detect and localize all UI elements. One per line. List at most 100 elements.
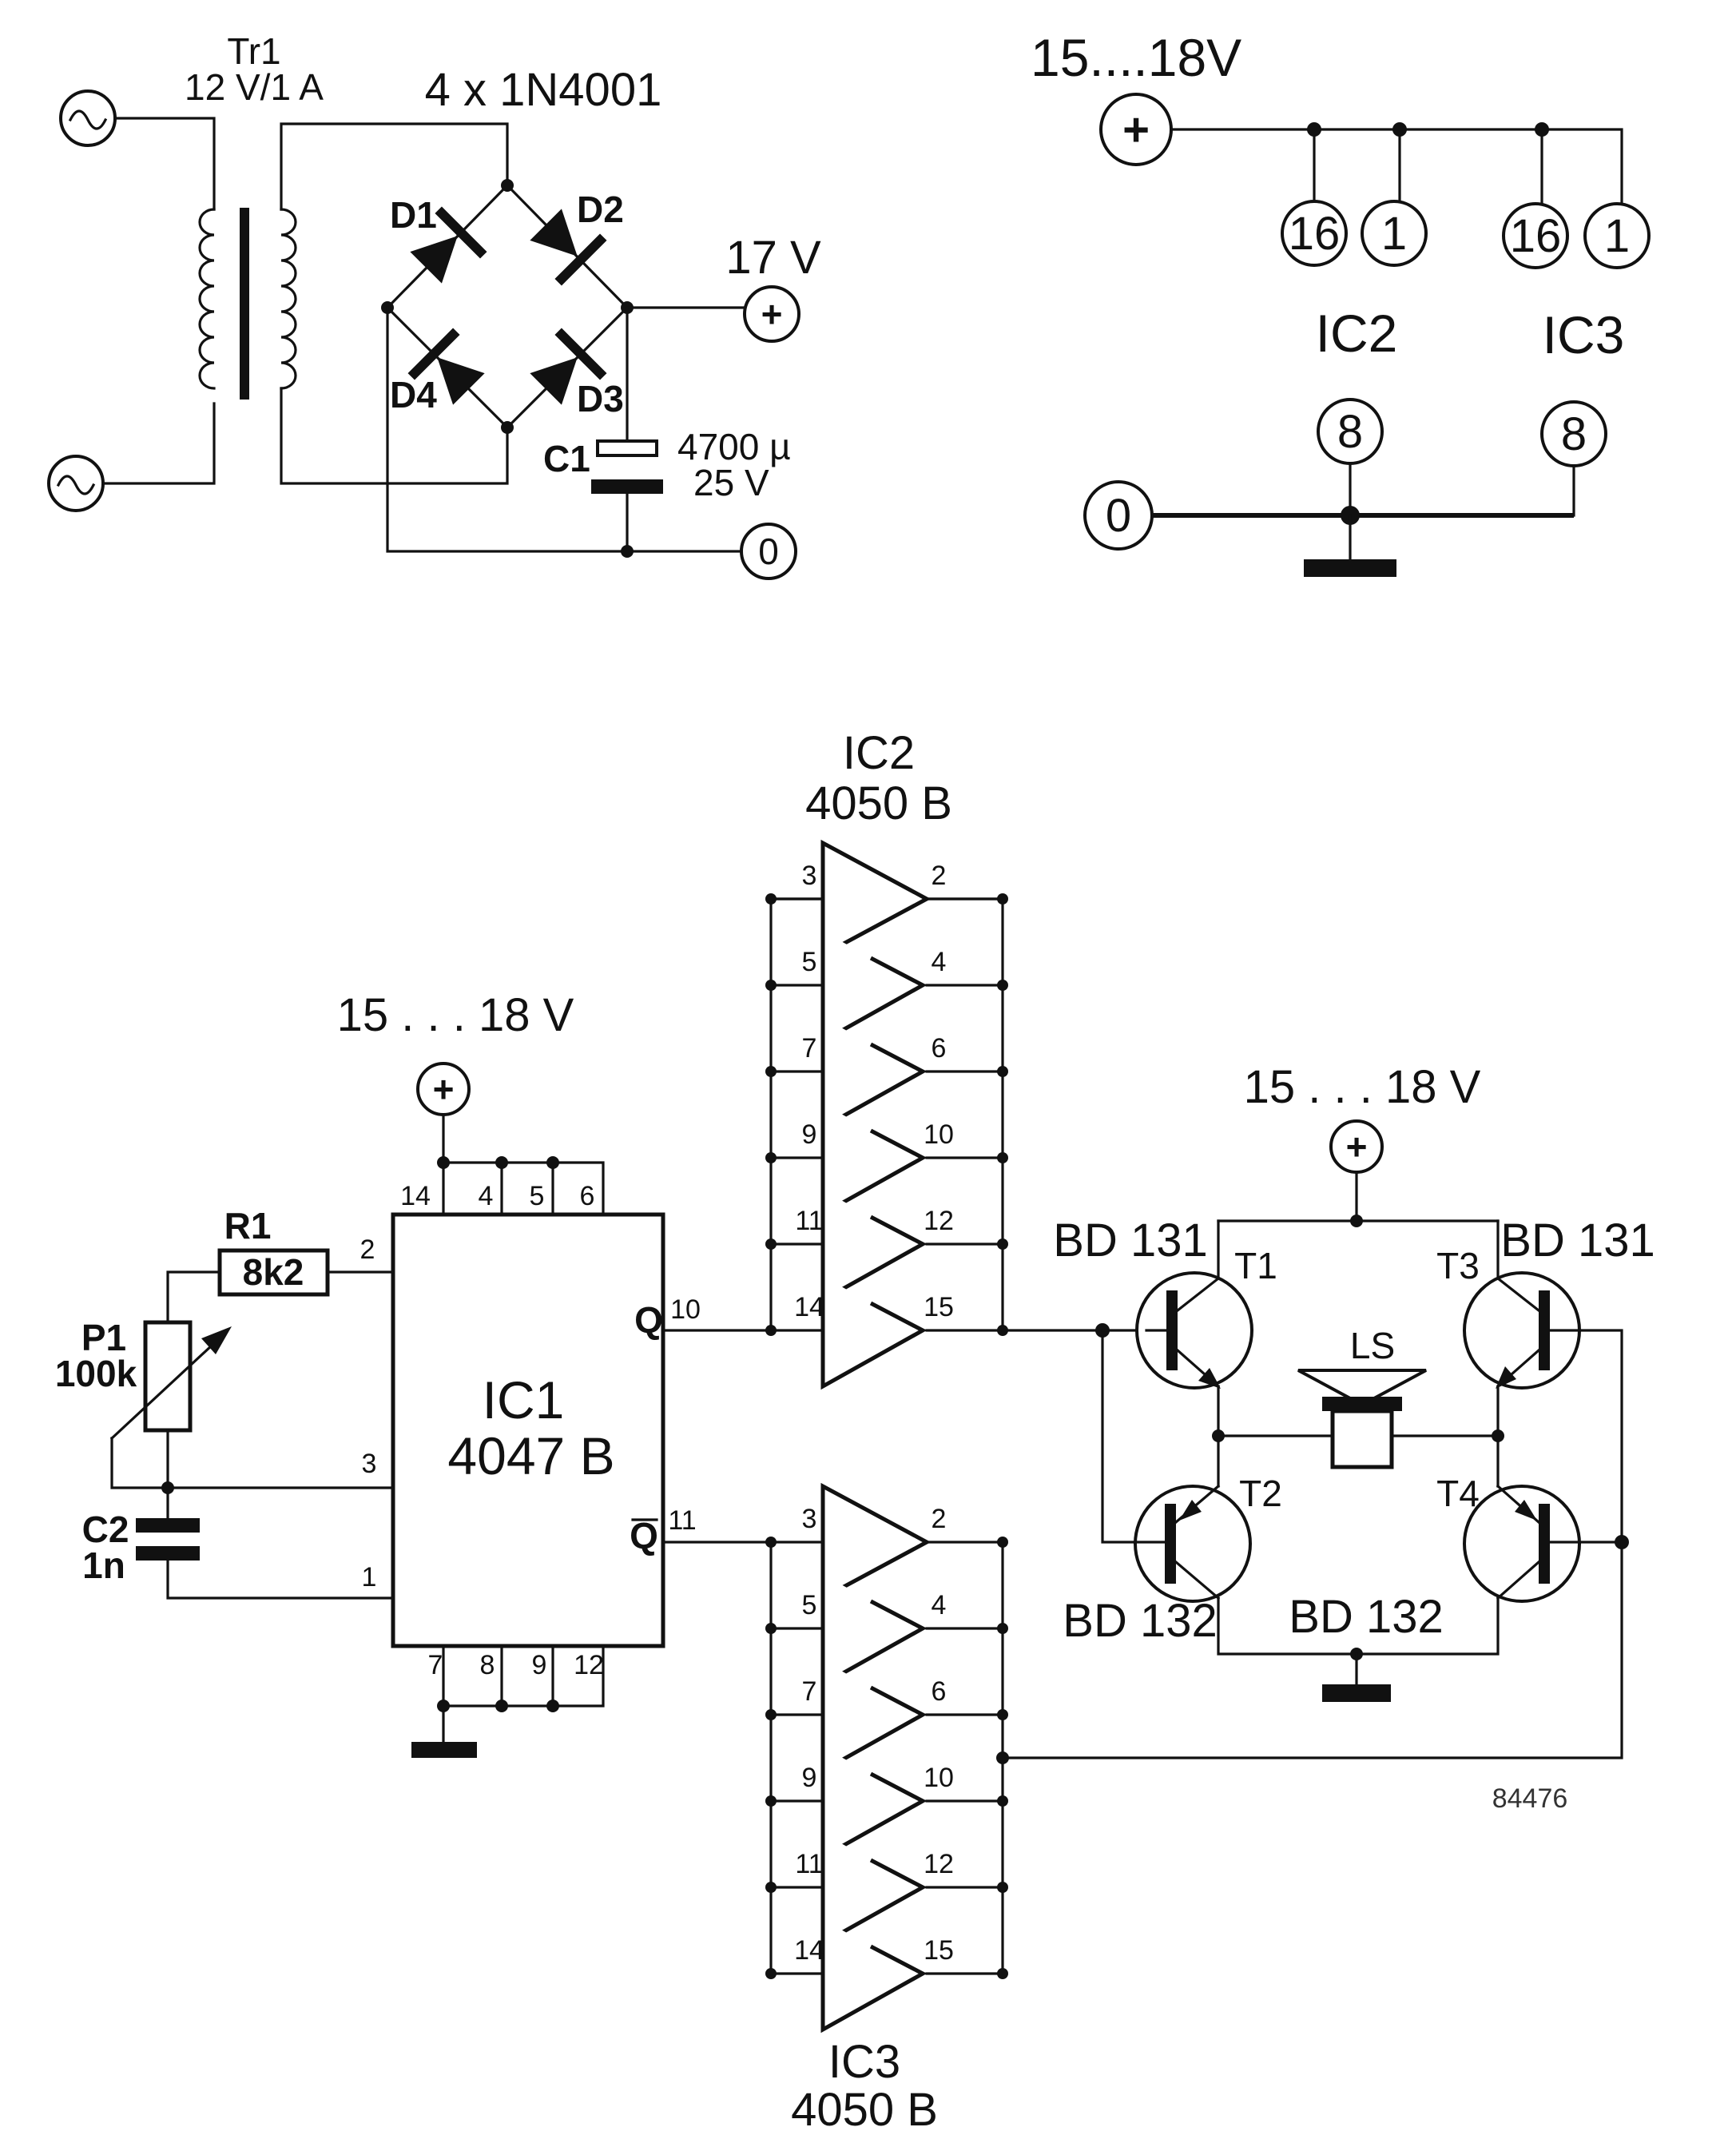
bridge-rectifier bbox=[381, 179, 634, 434]
ic2-input-pin-14: 14 bbox=[794, 1292, 824, 1322]
t1-type: BD 131 bbox=[1053, 1215, 1207, 1266]
ic2-vss-pin: 8 bbox=[1317, 398, 1384, 465]
potentiometer-p1 bbox=[143, 1320, 193, 1433]
psu-output-voltage: 17 V bbox=[725, 232, 821, 284]
ic2-vdd-pin: 16 bbox=[1281, 200, 1348, 267]
t3-ref: T3 bbox=[1436, 1245, 1480, 1286]
ic1-pin5: 5 bbox=[530, 1181, 545, 1211]
ic3-output-pin-12: 12 bbox=[924, 1849, 954, 1879]
ic2-output-pin-10: 10 bbox=[924, 1119, 954, 1150]
ac-input-top-terminal bbox=[59, 89, 117, 147]
resistor-r1-ref: R1 bbox=[224, 1205, 272, 1246]
ic2-buffer-2 bbox=[823, 931, 923, 1041]
oscillator-section: 15 . . . 18 V + IC1 4047 B 14 4 5 6 2 3 … bbox=[55, 989, 773, 1758]
ic2-pin1: 1 bbox=[1361, 200, 1428, 267]
ic2-buffer-type: 4050 B bbox=[805, 777, 952, 829]
ic2-output-pin-12: 12 bbox=[924, 1206, 954, 1236]
ic3-buffer-3 bbox=[823, 1660, 923, 1771]
transformer-ref: Tr1 bbox=[227, 30, 280, 72]
ic3-buffer-6 bbox=[823, 1919, 923, 2030]
capacitor-c1-voltage: 25 V bbox=[693, 462, 769, 503]
capacitor-c1-ref: C1 bbox=[543, 438, 590, 479]
ic2-output-pin-2: 2 bbox=[932, 861, 947, 891]
svg-text:+: + bbox=[1346, 1126, 1368, 1167]
ic2-input-pin-7: 7 bbox=[802, 1033, 817, 1064]
ic2-output-pin-4: 4 bbox=[932, 947, 947, 977]
transformer-core bbox=[240, 208, 249, 400]
diode-d2-label: D2 bbox=[577, 189, 624, 230]
ic1-pin8: 8 bbox=[480, 1650, 495, 1680]
bridge-rectifier-label: 4 x 1N4001 bbox=[425, 64, 662, 116]
ic1-pin4: 4 bbox=[479, 1181, 494, 1211]
diode-d1-label: D1 bbox=[390, 194, 437, 236]
ic2-buffer-3 bbox=[823, 1017, 923, 1127]
ic2-buffer-6 bbox=[823, 1276, 923, 1386]
t2-type: BD 132 bbox=[1063, 1595, 1217, 1647]
bridge-amplifier-section: 15 . . . 18 V + bbox=[996, 1061, 1655, 1764]
t4-type: BD 132 bbox=[1289, 1591, 1443, 1643]
amp-plus-terminal: + bbox=[1329, 1119, 1384, 1174]
ic3-buffer-type: 4050 B bbox=[791, 2084, 938, 2136]
ic3-output-pin-2: 2 bbox=[932, 1504, 947, 1534]
amp-supply-label: 15 . . . 18 V bbox=[1244, 1061, 1481, 1113]
ic2-input-pin-11: 11 bbox=[795, 1206, 823, 1236]
transistor-t4 bbox=[1463, 1484, 1623, 1603]
svg-text:16: 16 bbox=[1289, 208, 1341, 260]
loudspeaker-ls bbox=[1297, 1369, 1427, 1469]
ic2-input-pin-5: 5 bbox=[802, 947, 817, 977]
ic1-pin10: 10 bbox=[670, 1294, 701, 1325]
ic3-input-pin-11: 11 bbox=[795, 1849, 823, 1879]
ic3-buffer-ref: IC3 bbox=[828, 2036, 900, 2088]
ic3-input-pin-9: 9 bbox=[802, 1763, 817, 1793]
svg-text:8: 8 bbox=[1561, 408, 1587, 460]
ic3-vdd-pin: 16 bbox=[1502, 202, 1569, 269]
power-supply-section: Tr1 12 V/1 A 4 x 1N4001 D1 D2 D4 D3 bbox=[47, 30, 821, 580]
osc-plus-terminal: + bbox=[416, 1062, 471, 1116]
svg-text:+: + bbox=[1122, 104, 1150, 156]
ic3-input-pin-7: 7 bbox=[802, 1676, 817, 1707]
ic2-input-pin-3: 3 bbox=[802, 861, 817, 891]
resistor-r1-value: 8k2 bbox=[243, 1251, 304, 1293]
capacitor-c2-value: 1n bbox=[82, 1545, 125, 1586]
transistor-t3 bbox=[1463, 1271, 1623, 1544]
ic2-input-pin-9: 9 bbox=[802, 1119, 817, 1150]
supply-voltage-label: 15....18V bbox=[1031, 28, 1241, 87]
ic1-body bbox=[391, 1212, 665, 1648]
ic3-vss-pin: 8 bbox=[1540, 400, 1607, 467]
ic1-pin12: 12 bbox=[574, 1650, 604, 1680]
diode-d4-label: D4 bbox=[390, 374, 437, 415]
ic2-buffer-4 bbox=[823, 1103, 923, 1214]
t4-ref: T4 bbox=[1436, 1473, 1480, 1514]
capacitor-c1-value: 4700 µ bbox=[677, 426, 791, 467]
ic1-pin9: 9 bbox=[532, 1650, 547, 1680]
svg-text:1: 1 bbox=[1604, 210, 1630, 262]
ac-input-bottom-terminal bbox=[47, 455, 105, 512]
ic1-ground-symbol bbox=[411, 1742, 477, 1758]
capacitor-c2 bbox=[136, 1518, 200, 1561]
ic3-input-pin-5: 5 bbox=[802, 1590, 817, 1620]
diode-d3-label: D3 bbox=[577, 378, 624, 419]
psu-zero-terminal: 0 bbox=[740, 523, 797, 580]
potentiometer-p1-ref: P1 bbox=[81, 1317, 126, 1358]
ic3-output-pin-6: 6 bbox=[932, 1676, 947, 1707]
ic-supply-pins-section: 15....18V + 16 1 16 1 IC2 IC3 8 8 0 bbox=[1031, 28, 1651, 577]
capacitor-c2-ref: C2 bbox=[82, 1509, 129, 1550]
osc-supply-label: 15 . . . 18 V bbox=[337, 989, 574, 1041]
ic1-type: 4047 B bbox=[447, 1426, 614, 1485]
transistor-t1 bbox=[1135, 1271, 1253, 1390]
ic1-pin3: 3 bbox=[362, 1449, 377, 1479]
capacitor-c1 bbox=[591, 439, 663, 494]
drawing-number: 84476 bbox=[1492, 1783, 1568, 1814]
svg-text:+: + bbox=[433, 1068, 455, 1110]
ic2-buffer-5 bbox=[823, 1190, 923, 1300]
ic1-qbar-label: Q bbox=[630, 1515, 658, 1557]
supply-ground-symbol bbox=[1304, 559, 1396, 577]
transformer-primary-coil bbox=[198, 208, 216, 390]
svg-text:16: 16 bbox=[1510, 210, 1562, 262]
ic3-buffer-5 bbox=[823, 1833, 923, 1943]
ic2-supply-label: IC2 bbox=[1316, 304, 1398, 363]
